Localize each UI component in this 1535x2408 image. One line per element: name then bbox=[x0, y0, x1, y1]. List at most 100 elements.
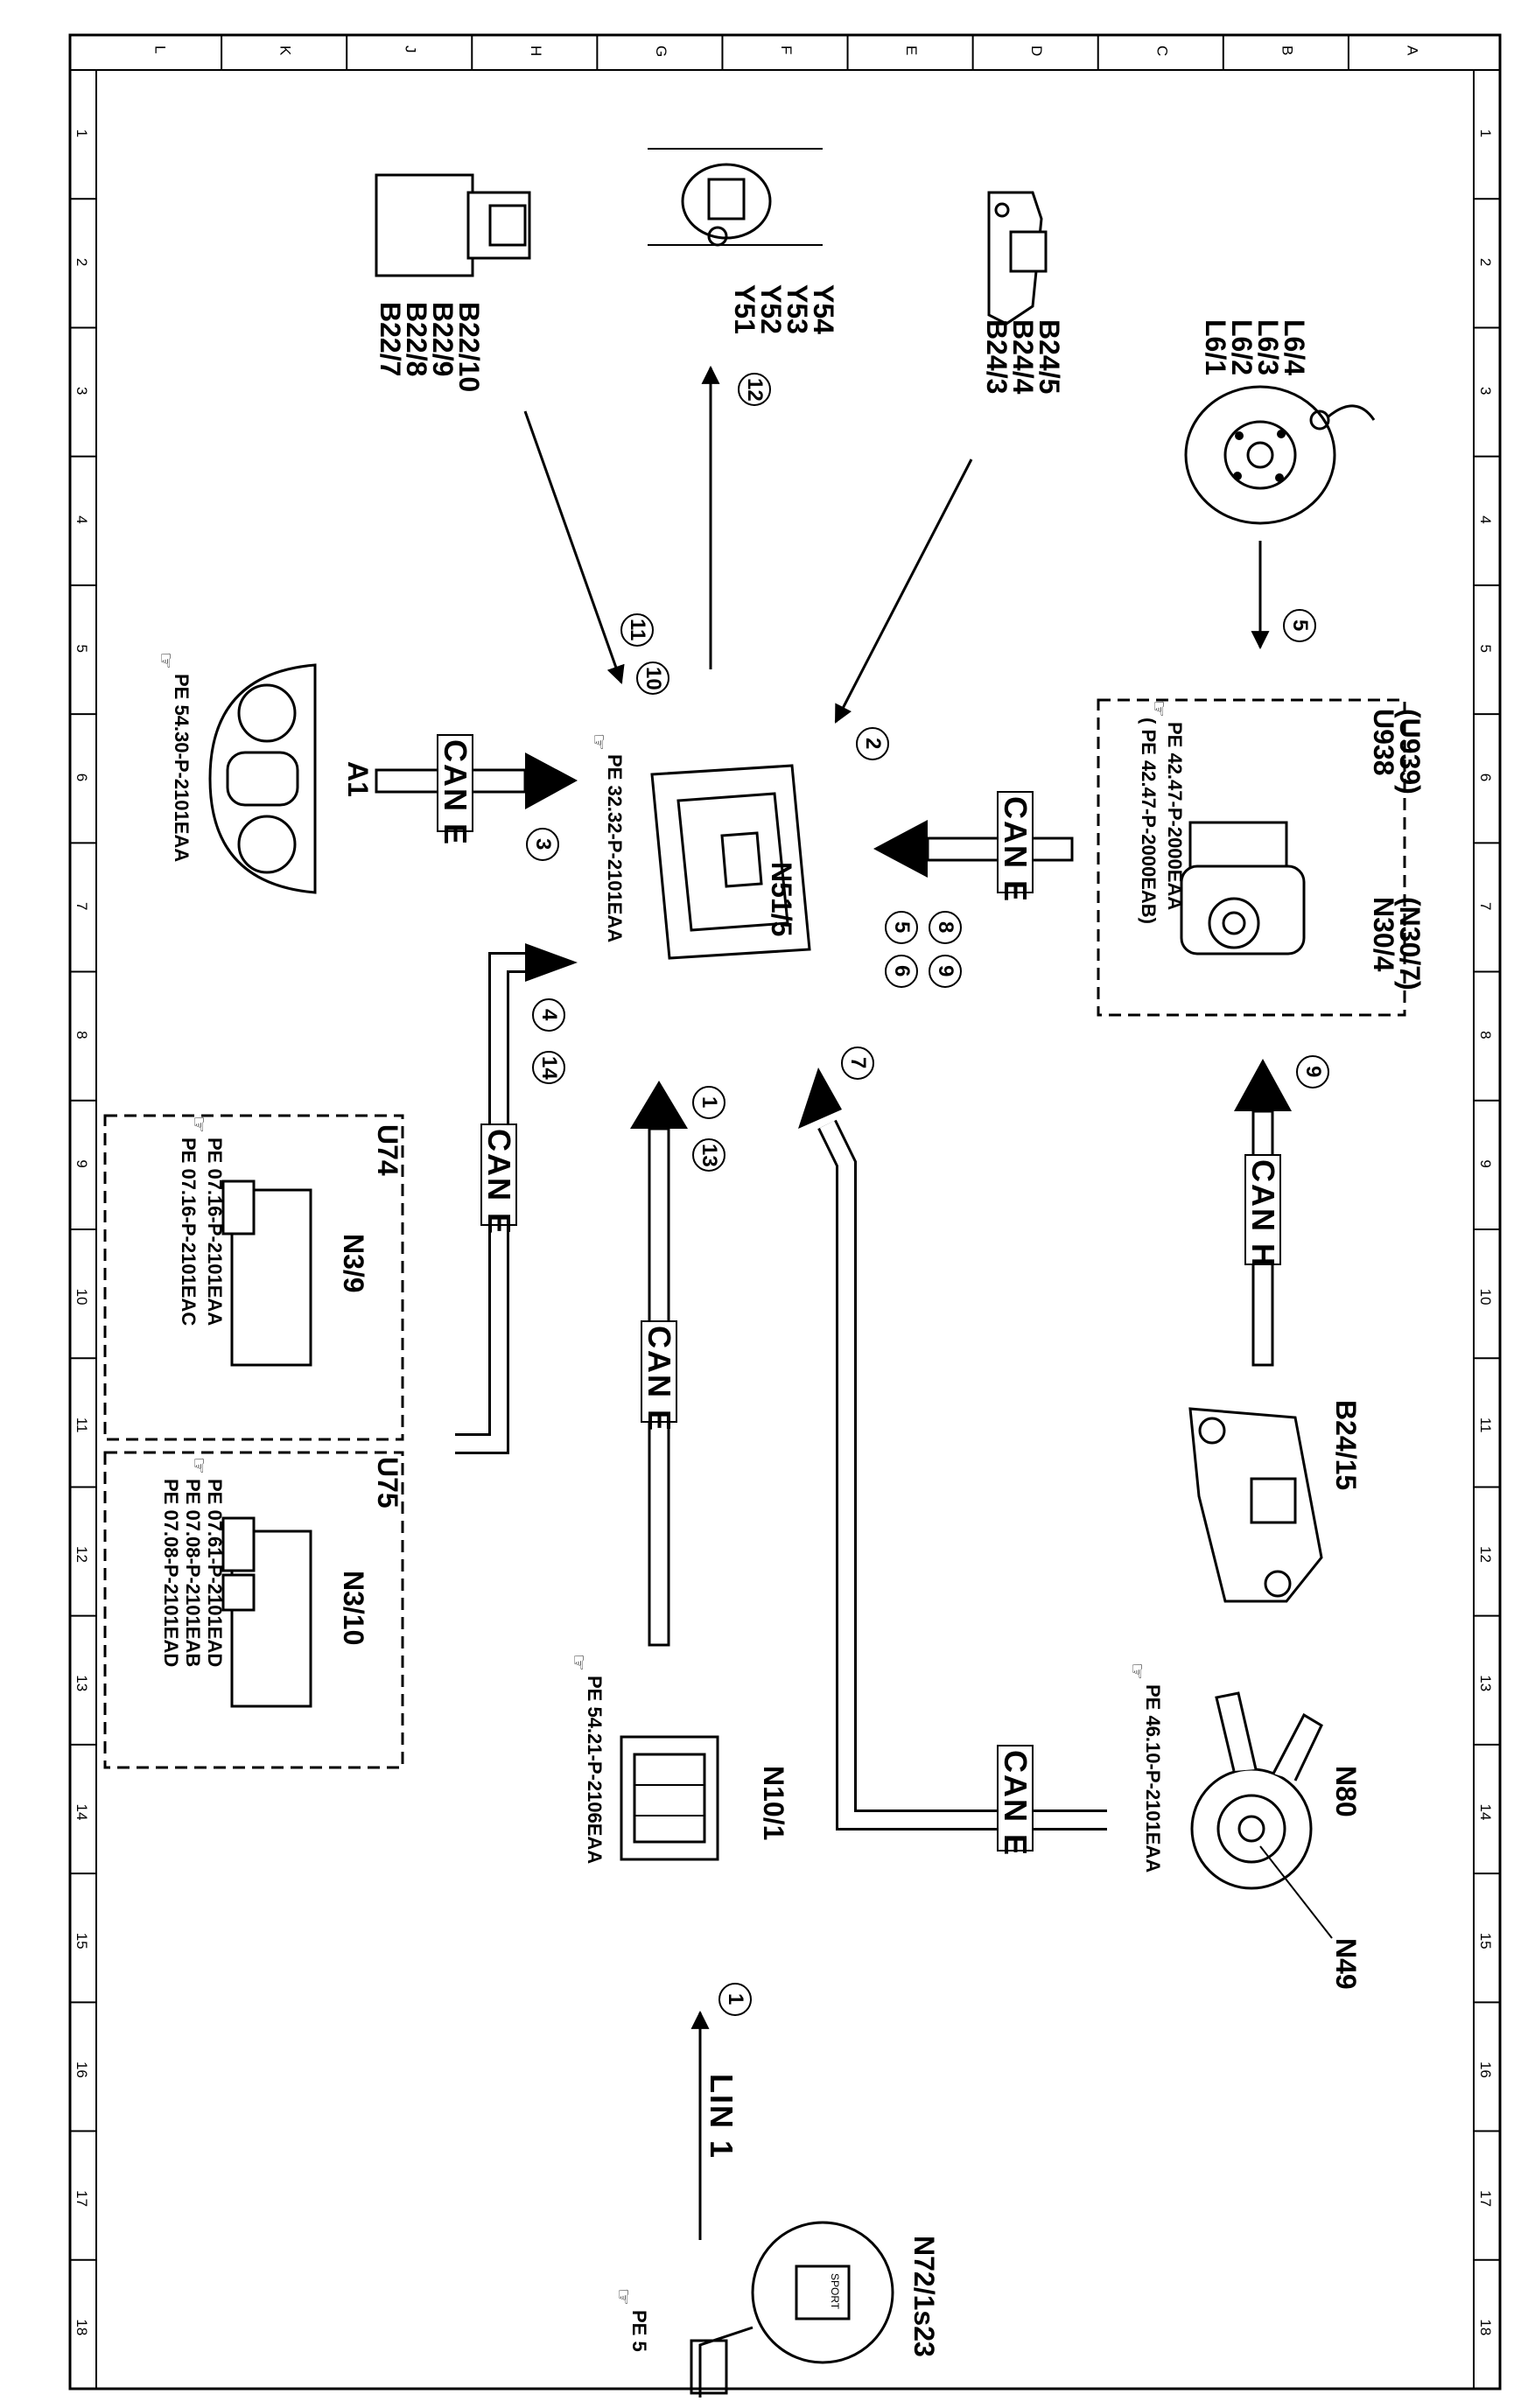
step-1b: 1 bbox=[718, 1983, 752, 2016]
can-e-n30-label: CAN E bbox=[998, 796, 1034, 903]
b24-15-yaw-sensor-icon bbox=[1188, 1407, 1323, 1603]
step-3: 3 bbox=[526, 828, 559, 861]
can-h-arrowhead bbox=[1234, 1059, 1292, 1111]
u74-ref-2: PE 07.16-P-2101EAC bbox=[178, 1138, 200, 1326]
step-5b: 5 bbox=[885, 911, 918, 944]
b24-text: B24/3 bbox=[981, 319, 1013, 394]
n51-ref: PE 32.32-P-2101EAA bbox=[604, 754, 626, 942]
step-8: 8 bbox=[929, 911, 962, 944]
svg-text:1: 1 bbox=[724, 1993, 747, 2005]
arrow-b24-to-n51 bbox=[834, 458, 973, 724]
n30-ref-icon: ☞ bbox=[1147, 700, 1169, 718]
step-11: 11 bbox=[620, 613, 654, 647]
y5-text-line-3: Y53 bbox=[782, 284, 813, 334]
step-13: 13 bbox=[692, 1138, 725, 1172]
n72-ref: PE 5 bbox=[628, 2310, 650, 2352]
u75-ref-3: PE 07.08-P-2101EAD bbox=[160, 1479, 182, 1667]
step-14: 14 bbox=[532, 1051, 565, 1084]
n30-text-line-2: (N30/7) bbox=[1394, 897, 1426, 990]
row-label-5: 5 bbox=[74, 645, 90, 653]
n51-label: N51/5 bbox=[766, 862, 797, 936]
row-label-14: 14 bbox=[1477, 1804, 1494, 1821]
can-e-n30-arrowhead bbox=[873, 820, 928, 878]
svg-text:12: 12 bbox=[743, 378, 767, 402]
col-label-K: K bbox=[277, 46, 294, 56]
row-label-5: 5 bbox=[1477, 645, 1494, 653]
can-e-n10-arrowhead bbox=[630, 1081, 688, 1129]
n80-ref: PE 46.10-P-2101EAA bbox=[1142, 1684, 1164, 1872]
n30-label: N30/4(N30/7) bbox=[1368, 897, 1426, 990]
n10-sam-unit-icon bbox=[620, 1735, 719, 1861]
n49-leader-line bbox=[1259, 1845, 1333, 1939]
step-12: 12 bbox=[738, 373, 771, 406]
b22-label: B22/7B22/8B22/9B22/10 bbox=[375, 302, 485, 392]
svg-text:9: 9 bbox=[1301, 1066, 1325, 1077]
u75-ref-2: PE 07.08-P-2101EAB bbox=[182, 1479, 204, 1667]
n51-ref-icon: ☞ bbox=[587, 733, 609, 751]
row-label-9: 9 bbox=[74, 1159, 90, 1167]
row-label-8: 8 bbox=[74, 1031, 90, 1039]
step-markers: 12 11 10 2 5 3 8 9 5 6 4 14 1 13 7 9 1 bbox=[526, 373, 1329, 2016]
row-label-8: 8 bbox=[1477, 1031, 1494, 1039]
row-label-4: 4 bbox=[74, 515, 90, 523]
row-label-9: 9 bbox=[1477, 1159, 1494, 1167]
y5-label: Y51Y52Y53Y54 bbox=[729, 284, 839, 334]
a1-instrument-cluster-icon bbox=[208, 663, 317, 894]
l6-label: L6/1L6/2L6/3L6/4 bbox=[1200, 319, 1310, 375]
l6-text: L6/1 bbox=[1200, 319, 1231, 375]
y5-text-line-2: Y52 bbox=[755, 284, 787, 334]
n80-steering-column-module-icon bbox=[1190, 1691, 1323, 1890]
u75-group-box bbox=[103, 1451, 404, 1769]
svg-text:10: 10 bbox=[641, 667, 665, 690]
y5-valve-icon bbox=[648, 148, 823, 247]
row-label-10: 10 bbox=[1477, 1289, 1494, 1306]
u75-ref-icon: ☞ bbox=[187, 1457, 209, 1474]
bus-labels: CAN E CAN E CAN E CAN E CAN E CAN H LIN … bbox=[437, 734, 1281, 2160]
l6-text-line-2: L6/2 bbox=[1226, 319, 1258, 375]
can-e-u74-arrowhead bbox=[525, 943, 578, 982]
u74-ref-icon: ☞ bbox=[187, 1116, 209, 1133]
svg-text:8: 8 bbox=[934, 921, 957, 933]
step-4: 4 bbox=[532, 998, 565, 1032]
y5-text: Y51 bbox=[729, 284, 760, 334]
row-label-7: 7 bbox=[74, 902, 90, 910]
row-label-6: 6 bbox=[1477, 774, 1494, 781]
col-label-F: F bbox=[778, 46, 795, 54]
b22-text-line-2: B22/8 bbox=[401, 302, 432, 376]
row-label-16: 16 bbox=[1477, 2062, 1494, 2078]
n10-ref-icon: ☞ bbox=[567, 1654, 589, 1671]
can-e-n80-bus-inner bbox=[819, 1121, 1107, 1828]
can-h-label: CAN H bbox=[1245, 1159, 1281, 1268]
b24-15-label: B24/15 bbox=[1330, 1400, 1362, 1490]
svg-text:5: 5 bbox=[1288, 620, 1312, 631]
step-7: 7 bbox=[841, 1046, 874, 1080]
u75-ref-1: PE 07.61-P-2101EAD bbox=[204, 1479, 226, 1667]
row-label-2: 2 bbox=[74, 258, 90, 266]
col-label-D: D bbox=[1028, 46, 1045, 56]
n3-10-label: N3/10 bbox=[338, 1571, 369, 1645]
svg-text:11: 11 bbox=[626, 619, 649, 640]
a1-ref-icon: ☞ bbox=[154, 652, 176, 669]
row-label-10: 10 bbox=[74, 1289, 90, 1306]
step-2: 2 bbox=[856, 727, 889, 760]
col-label-E: E bbox=[903, 46, 920, 55]
n80-ref-icon: ☞ bbox=[1125, 1662, 1147, 1680]
col-label-C: C bbox=[1153, 46, 1170, 56]
svg-text:5: 5 bbox=[890, 921, 914, 933]
n49-label: N49 bbox=[1330, 1938, 1362, 1990]
b22-text-line-3: B22/9 bbox=[427, 302, 459, 376]
can-e-n80-label: CAN E bbox=[998, 1750, 1034, 1857]
b24-label: B24/3B24/4B24/5 bbox=[981, 319, 1065, 395]
svg-text:2: 2 bbox=[861, 738, 885, 749]
step-9: 9 bbox=[1296, 1055, 1329, 1088]
can-e-n80-arrowhead bbox=[798, 1068, 842, 1129]
n30-ref-2: ( PE 42.47-P-2000EAB) bbox=[1138, 718, 1160, 924]
n3-9-label: N3/9 bbox=[338, 1234, 369, 1293]
can-e-a1-arrowhead bbox=[525, 752, 578, 809]
row-label-12: 12 bbox=[1477, 1546, 1494, 1563]
row-label-12: 12 bbox=[74, 1546, 90, 1563]
u938-label: U938(U939) bbox=[1368, 709, 1426, 794]
row-label-3: 3 bbox=[1477, 387, 1494, 395]
svg-text:4: 4 bbox=[537, 1009, 561, 1021]
